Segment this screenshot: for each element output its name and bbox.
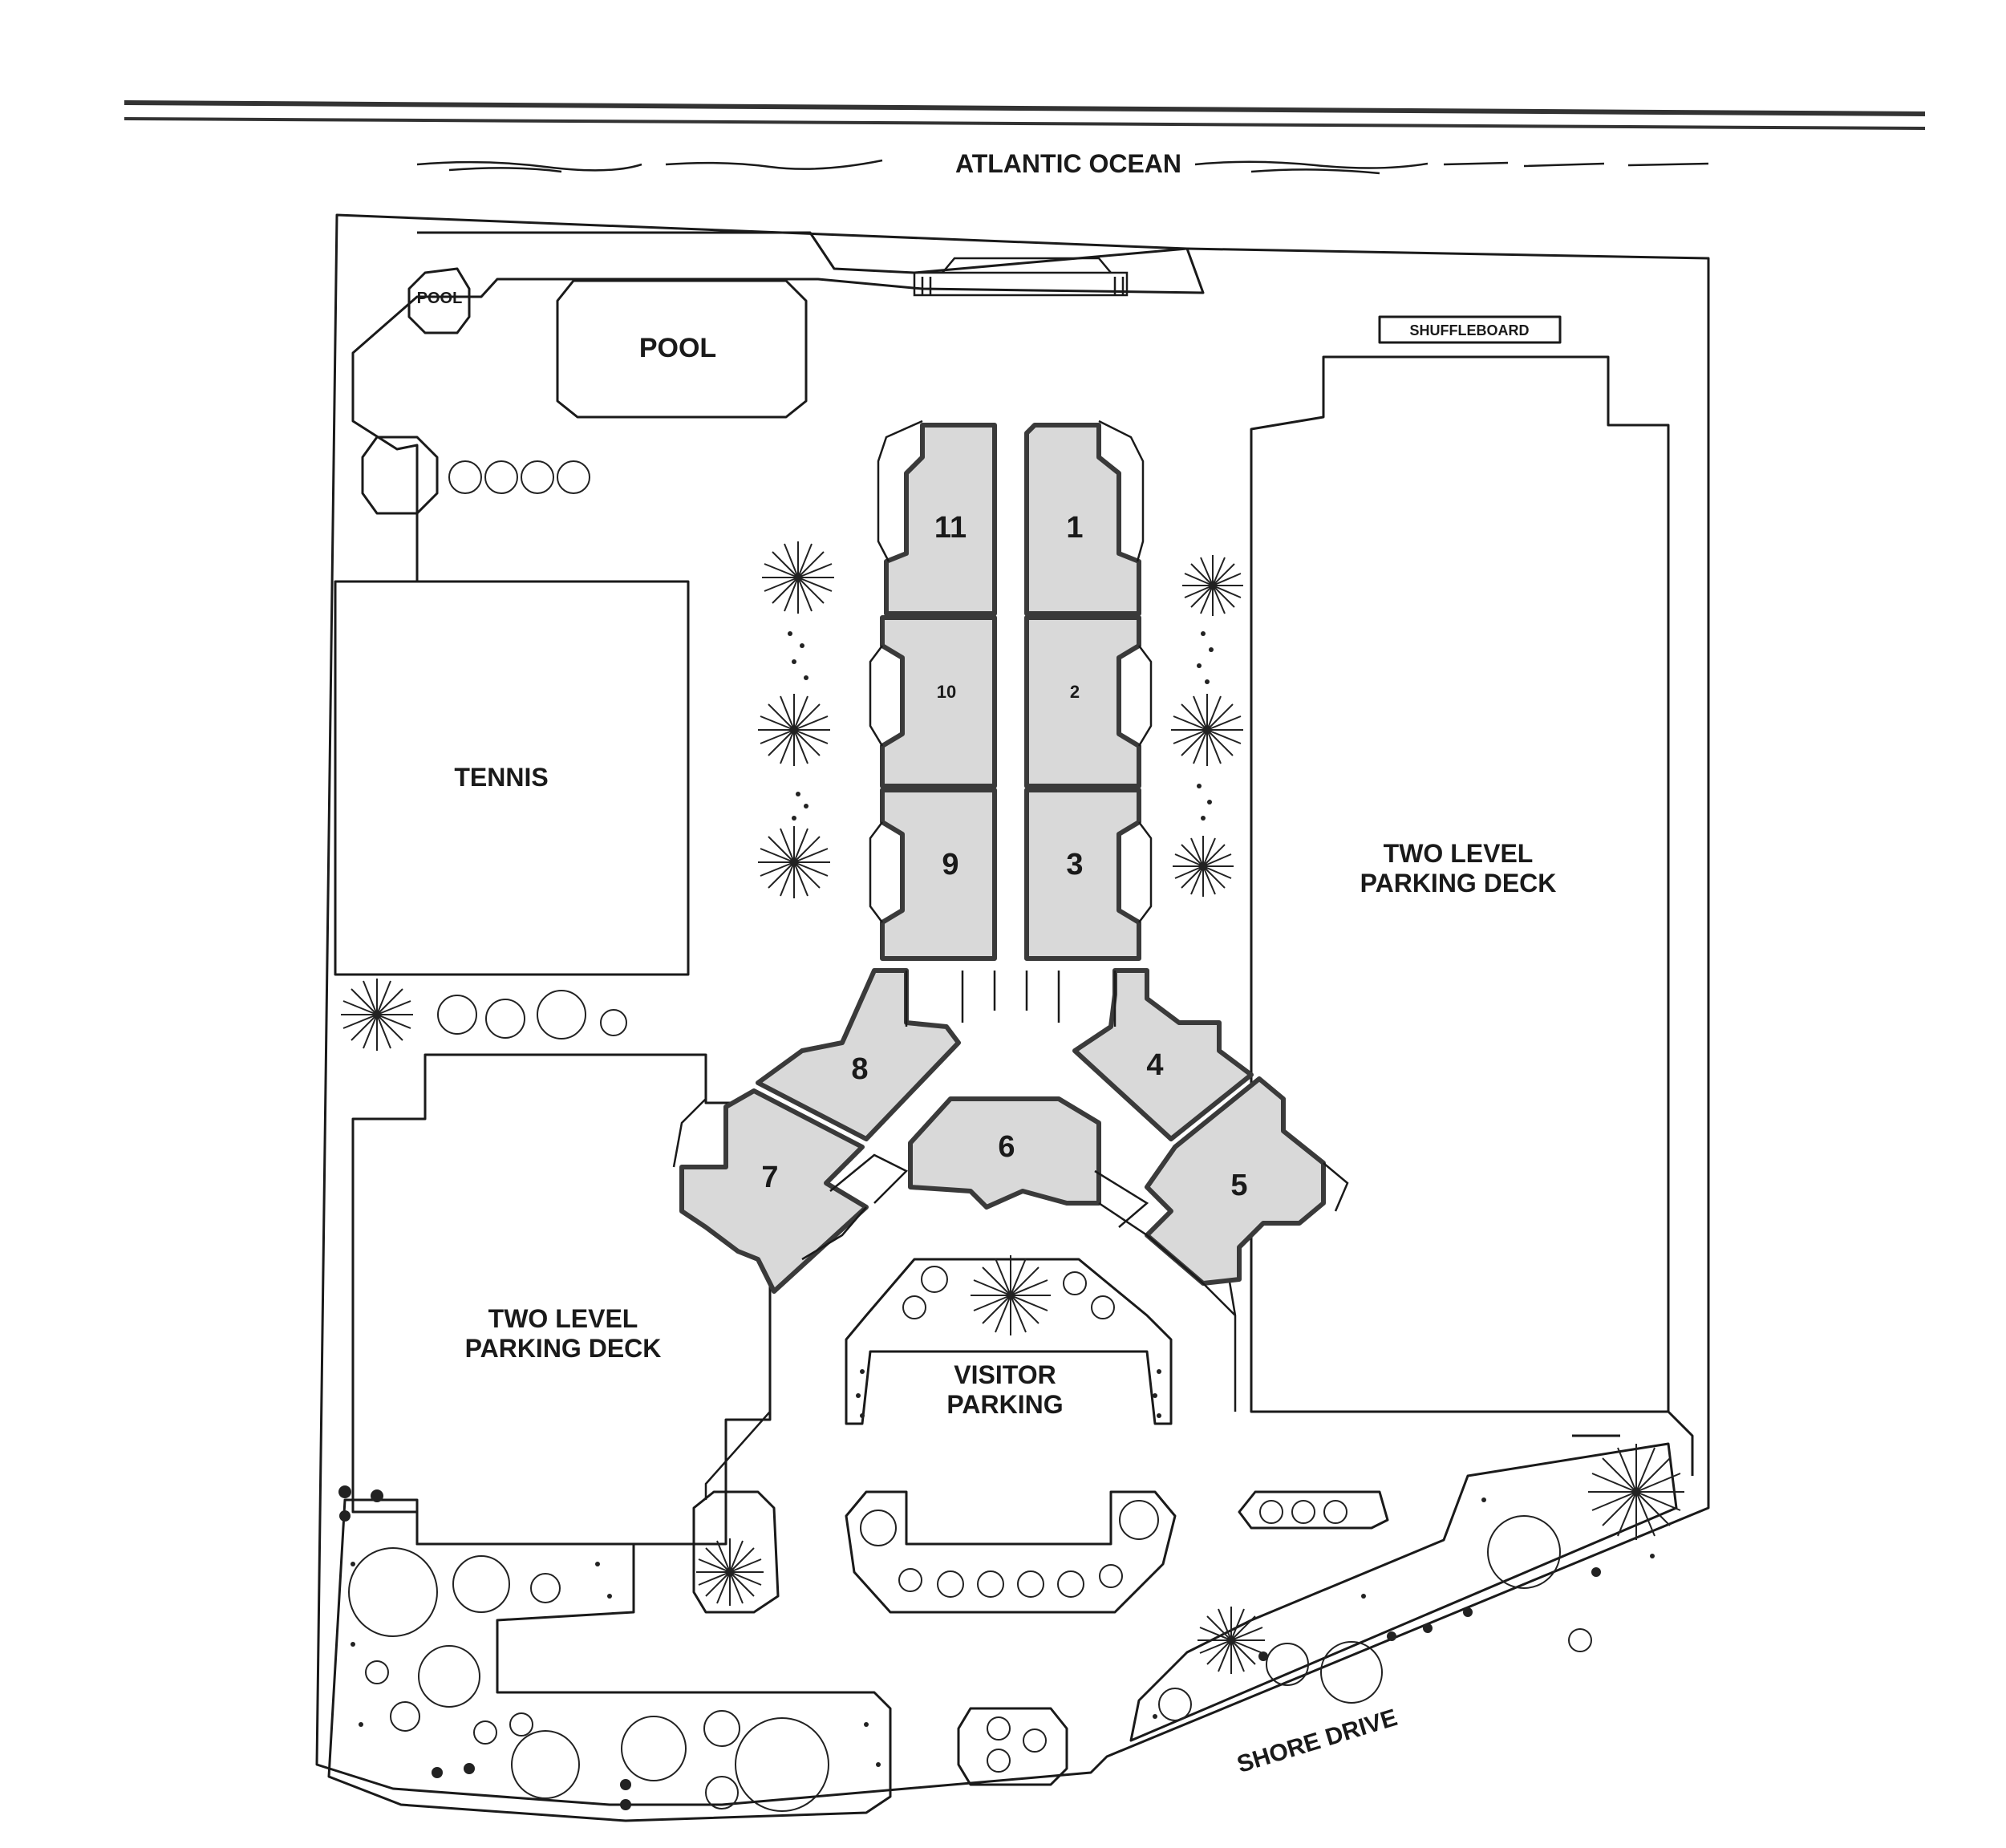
shuffleboard-court[interactable]: SHUFFLEBOARD [1378, 315, 1562, 344]
shrubs [338, 460, 1684, 1812]
planter-islands [327, 1410, 1694, 1822]
building-11[interactable]: 11 [884, 423, 997, 616]
svg-text:2: 2 [1070, 682, 1080, 702]
building-4[interactable]: 4 [1072, 968, 1254, 1141]
pool-deck [337, 231, 1205, 583]
large-pool-label: POOL [639, 333, 716, 363]
property-boundary [315, 213, 1710, 1806]
svg-text:8: 8 [851, 1052, 868, 1086]
parking-deck-left[interactable]: TWO LEVEL PARKING DECK [351, 1053, 772, 1546]
visitor-line1: VISITOR [954, 1360, 1056, 1389]
svg-text:5: 5 [1230, 1169, 1247, 1202]
buildings: 11 1 10 2 9 3 8 7 [679, 423, 1326, 1294]
svg-text:1: 1 [1066, 511, 1083, 545]
ocean-label: ATLANTIC OCEAN [955, 149, 1181, 178]
svg-text:4: 4 [1146, 1048, 1163, 1082]
svg-text:3: 3 [1066, 848, 1083, 881]
gazebo [361, 436, 439, 515]
building-6[interactable]: 6 [908, 1096, 1101, 1210]
building-9[interactable]: 9 [880, 788, 997, 961]
building-outlines [672, 419, 1349, 1316]
beach-steps [913, 257, 1129, 297]
svg-text:9: 9 [942, 848, 958, 881]
svg-text:6: 6 [998, 1130, 1015, 1164]
shoreline [124, 100, 1926, 130]
svg-text:7: 7 [761, 1161, 778, 1194]
tennis-label: TENNIS [454, 763, 548, 792]
tennis-court[interactable]: TENNIS [334, 580, 690, 976]
building-5[interactable]: 5 [1145, 1076, 1326, 1286]
svg-text:10: 10 [937, 682, 956, 702]
building-10[interactable]: 10 [880, 615, 997, 788]
building-7[interactable]: 7 [679, 1088, 869, 1294]
parking-deck-right[interactable]: TWO LEVEL PARKING DECK [1250, 355, 1670, 1413]
parking-right-line2: PARKING DECK [1360, 869, 1557, 898]
large-pool[interactable]: POOL [556, 279, 808, 419]
visitor-line2: PARKING [946, 1390, 1063, 1419]
visitor-parking[interactable]: VISITOR PARKING [845, 1258, 1173, 1425]
small-pool[interactable]: POOL [407, 267, 471, 334]
parking-right-line1: TWO LEVEL [1384, 839, 1534, 868]
svg-text:11: 11 [934, 511, 967, 545]
building-1[interactable]: 1 [1024, 423, 1141, 616]
ocean-waves [416, 159, 1709, 175]
small-pool-label: POOL [417, 290, 463, 307]
road-label: SHORE DRIVE [1234, 1704, 1400, 1778]
building-3[interactable]: 3 [1024, 788, 1141, 961]
building-2[interactable]: 2 [1024, 615, 1141, 788]
shuffleboard-label: SHUFFLEBOARD [1410, 322, 1530, 338]
parking-left-line2: PARKING DECK [465, 1334, 662, 1363]
parking-left-line1: TWO LEVEL [488, 1304, 638, 1333]
